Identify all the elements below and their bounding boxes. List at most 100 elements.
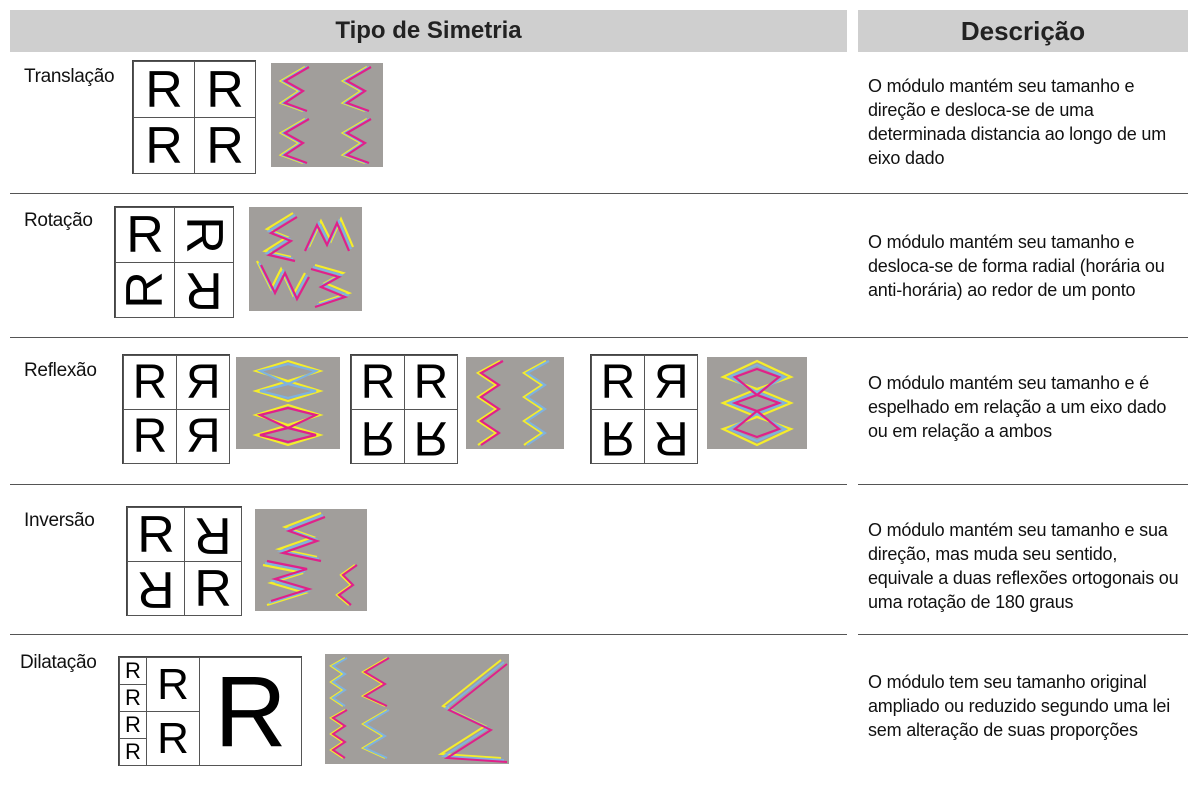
row-label: Translação [24, 66, 115, 87]
row-divider [858, 634, 1188, 635]
letter-cell: R [119, 657, 147, 685]
module-letter: R [360, 355, 396, 409]
zigzag-pattern [256, 212, 355, 309]
row-divider [10, 484, 847, 485]
letter-cell: R [146, 657, 200, 712]
zigzag-pattern-tile [325, 654, 509, 764]
column-header-type: Tipo de Simetria [10, 10, 847, 52]
zigzag-pattern [475, 360, 550, 446]
letter-cell: R [127, 507, 185, 562]
zigzag-pattern [329, 657, 508, 763]
module-letter: R [600, 355, 636, 409]
row-label: Dilatação [20, 652, 97, 673]
letter-module-grid: R R R R [590, 354, 698, 464]
module-letter: R [206, 117, 244, 174]
letter-cell: R [123, 355, 177, 410]
module-letter: R [145, 61, 183, 118]
letter-cell: R [133, 117, 195, 174]
module-letter: R [413, 410, 449, 464]
letter-cell: R [194, 61, 256, 118]
zigzag-pattern-tile [271, 63, 383, 167]
letter-cell: R [127, 561, 185, 616]
module-letter: R [600, 410, 636, 464]
row-divider [858, 484, 1188, 485]
module-letter: R [185, 355, 221, 409]
module-letter: R [157, 713, 189, 763]
zigzag-pattern-tile [249, 207, 362, 311]
letter-cell: R [591, 355, 645, 410]
module-letter: R [157, 659, 189, 709]
module-letter: R [214, 657, 287, 766]
zigzag-pattern [720, 359, 794, 447]
letter-cell: R [351, 409, 405, 464]
module-letter: R [125, 658, 141, 683]
zigzag-pattern [262, 511, 358, 607]
row-description: O módulo mantém seu tamanho e é espelhad… [868, 373, 1167, 441]
module-letter: R [194, 561, 232, 616]
row-label: Rotação [24, 210, 93, 231]
letter-cell: R [184, 561, 242, 616]
letter-cell: R [176, 409, 230, 464]
module-letter: R [206, 61, 244, 118]
letter-cell: R [119, 711, 147, 739]
letter-cell: R [115, 262, 175, 318]
letter-cell: R [146, 711, 200, 766]
module-letter: R [653, 410, 689, 464]
module-letter: R [125, 685, 141, 710]
row-description: O módulo mantém seu tamanho e sua direçã… [868, 520, 1179, 612]
letter-cell: R [591, 409, 645, 464]
module-letter: R [137, 507, 175, 562]
letter-cell: R [199, 657, 302, 766]
letter-cell: R [644, 409, 698, 464]
row-divider [10, 337, 1188, 338]
zigzag-pattern-tile [236, 357, 340, 449]
module-letter: R [360, 410, 396, 464]
letter-cell: R [404, 355, 458, 410]
module-letter: R [116, 271, 174, 309]
module-letter: R [126, 207, 164, 263]
letter-cell: R [176, 355, 230, 410]
column-header-description: Descrição [858, 10, 1188, 52]
letter-cell: R [404, 409, 458, 464]
letter-module-grid: R R R R [132, 60, 256, 174]
row-label: Reflexão [24, 360, 97, 381]
module-letter: R [185, 262, 223, 318]
letter-module-grid: R R R R [122, 354, 230, 464]
module-letter: R [145, 117, 183, 174]
module-letter: R [125, 739, 141, 764]
module-letter: R [194, 507, 232, 562]
letter-cell: R [174, 207, 234, 263]
module-letter: R [185, 409, 221, 463]
letter-cell: R [194, 117, 256, 174]
letter-cell: R [174, 262, 234, 318]
letter-cell: R [133, 61, 195, 118]
letter-cell: R [123, 409, 177, 464]
module-letter: R [175, 216, 233, 254]
letter-cell: R [115, 207, 175, 263]
row-label: Inversão [24, 510, 95, 531]
letter-module-grid: R R R R [126, 506, 242, 616]
row-description: O módulo tem seu tamanho original amplia… [868, 672, 1171, 740]
zigzag-pattern-tile [466, 357, 564, 449]
letter-cell: R [119, 684, 147, 712]
row-description: O módulo mantém seu tamanho e desloca-se… [868, 232, 1165, 300]
zigzag-pattern-tile [255, 509, 367, 611]
zigzag-pattern-tile [707, 357, 807, 449]
zigzag-pattern [278, 66, 372, 165]
letter-module-grid: R R R R [114, 206, 234, 318]
letter-cell: R [184, 507, 242, 562]
module-letter: R [413, 355, 449, 409]
module-letter: R [132, 409, 168, 463]
letter-cell: R [644, 355, 698, 410]
module-letter: R [125, 712, 141, 737]
module-letter: R [132, 355, 168, 409]
letter-module-grid: R R R R R R R [118, 656, 302, 766]
module-letter: R [653, 355, 689, 409]
row-divider [10, 193, 1188, 194]
row-divider [10, 634, 847, 635]
letter-cell: R [119, 738, 147, 766]
letter-cell: R [351, 355, 405, 410]
letter-module-grid: R R R R [350, 354, 458, 464]
zigzag-pattern [252, 359, 324, 447]
row-description: O módulo mantém seu tamanho e direção e … [868, 76, 1167, 168]
